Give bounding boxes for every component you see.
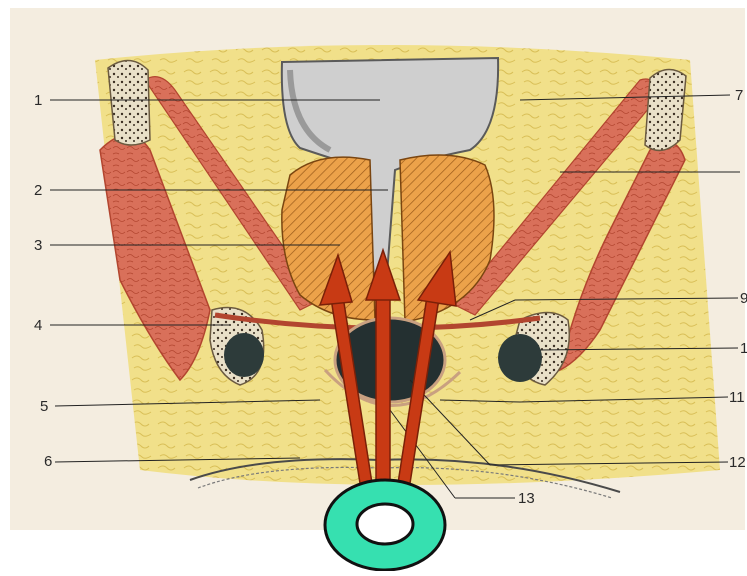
label-1: 1	[34, 92, 42, 109]
label-4: 4	[34, 317, 42, 334]
label-5: 5	[40, 398, 48, 415]
right-ischial-vessel	[498, 334, 542, 382]
left-pubic-bone	[108, 60, 150, 145]
left-ischial-vessel	[224, 333, 264, 377]
right-pubic-bone	[645, 69, 686, 150]
label-13: 13	[518, 490, 535, 507]
label-3: 3	[34, 237, 42, 254]
label-9: 9	[740, 290, 747, 307]
ring-probe	[325, 480, 445, 570]
label-6: 6	[44, 453, 52, 470]
label-7: 7	[735, 87, 743, 104]
label-11: 11	[729, 389, 745, 406]
label-10: 1	[740, 340, 747, 357]
label-2: 2	[34, 182, 42, 199]
label-12: 12	[729, 454, 746, 471]
